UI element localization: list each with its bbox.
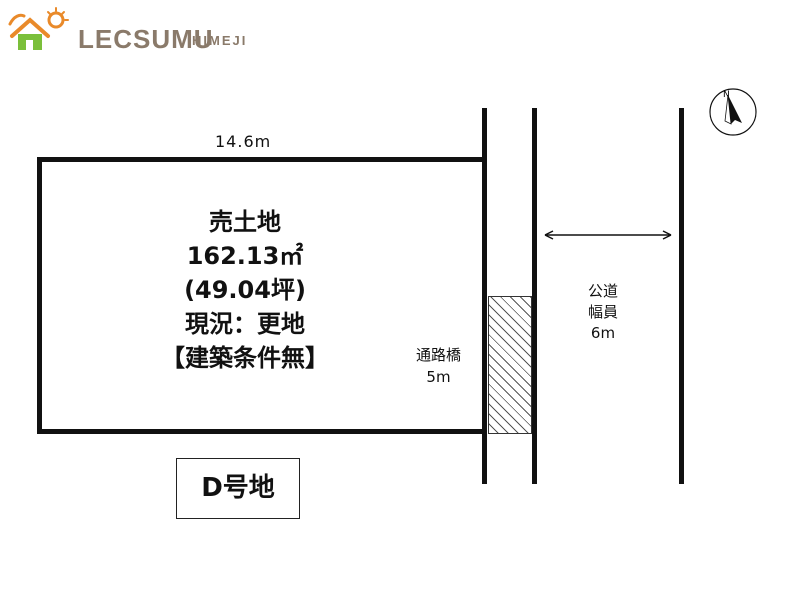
logo: LECSUMU HIMEJI <box>6 6 256 56</box>
channel-edge-right <box>532 108 537 484</box>
logo-house-icon <box>8 7 69 50</box>
road-width-arrow <box>544 230 672 240</box>
bridge-label: 通路橋 5m <box>416 344 461 388</box>
bridge-label-name: 通路橋 <box>416 346 462 364</box>
road-width-value: 6m <box>590 324 616 342</box>
channel-edge-left <box>482 108 487 484</box>
plot-outline <box>37 157 485 434</box>
road-label: 公道 幅員 6m <box>583 281 623 344</box>
north-arrow-icon: N <box>709 88 757 136</box>
brand-subtitle: HIMEJI <box>192 33 248 48</box>
brand-name: LECSUMU <box>78 24 214 54</box>
plot-area-tsubo: (49.04坪) <box>184 276 306 304</box>
plot-type: 売土地 <box>209 208 281 236</box>
plot-width-label: 14.6m <box>215 132 272 151</box>
plot-status: 現況：更地 <box>185 310 305 338</box>
road-width-caption: 幅員 <box>587 303 618 321</box>
road-edge-right <box>679 108 684 484</box>
plot-condition: 【建築条件無】 <box>161 344 329 372</box>
lot-label: D号地 <box>176 458 300 519</box>
access-bridge <box>488 296 532 434</box>
bridge-label-width: 5m <box>426 368 451 386</box>
road-type: 公道 <box>587 282 618 300</box>
north-letter: N <box>723 90 730 100</box>
plot-area-sqm: 162.13㎡ <box>186 242 304 270</box>
plot-info: 売土地 162.13㎡ (49.04坪) 現況：更地 【建築条件無】 <box>140 205 350 375</box>
